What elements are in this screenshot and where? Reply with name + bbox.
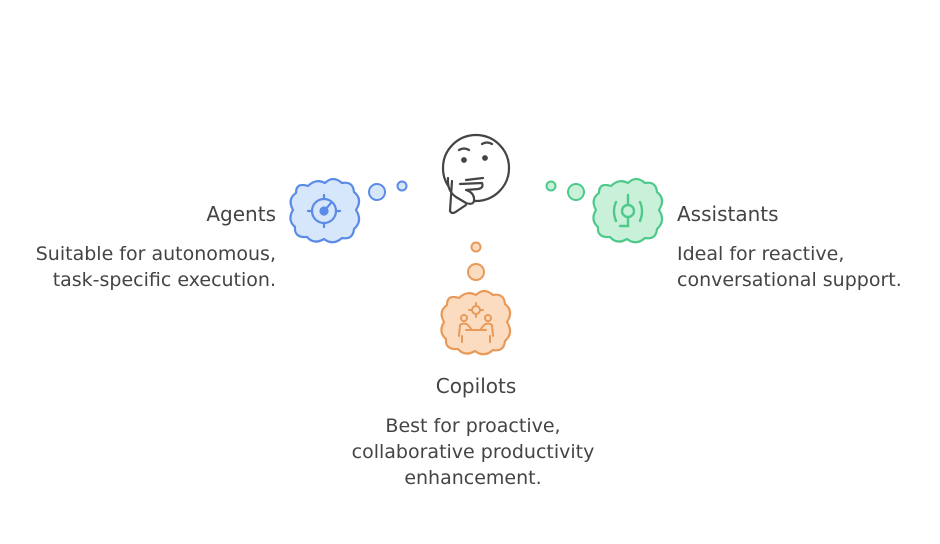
agents-cloud [289, 177, 361, 244]
copilots-description-line: enhancement. [404, 467, 542, 489]
assistants-description: Ideal for reactive, conversational suppo… [677, 241, 902, 293]
target-gauge-icon [306, 193, 342, 229]
assistants-thought-dots [545, 180, 585, 201]
thinking-face-icon [441, 133, 511, 215]
headset-icon [612, 193, 644, 228]
copilots-thought-dots [467, 241, 485, 281]
copilots-description-line: collaborative productivity [351, 441, 595, 463]
agents-thought-dots [368, 180, 408, 201]
agents-title: Agents [206, 202, 276, 226]
assistants-title: Assistants [677, 202, 779, 226]
assistants-description-line: Ideal for reactive, [677, 243, 845, 265]
agents-description: Suitable for autonomous, task-specific e… [36, 241, 276, 293]
agents-description-line: task-specific execution. [52, 269, 276, 291]
assistants-description-line: conversational support. [677, 269, 902, 291]
assistants-cloud [592, 177, 664, 244]
copilots-description-line: Best for proactive, [385, 415, 561, 437]
collaboration-icon [458, 302, 494, 343]
agents-description-line: Suitable for autonomous, [35, 243, 276, 265]
copilots-title: Copilots [435, 374, 517, 398]
copilots-cloud [440, 289, 512, 356]
copilots-description: Best for proactive, collaborative produc… [0, 413, 940, 491]
